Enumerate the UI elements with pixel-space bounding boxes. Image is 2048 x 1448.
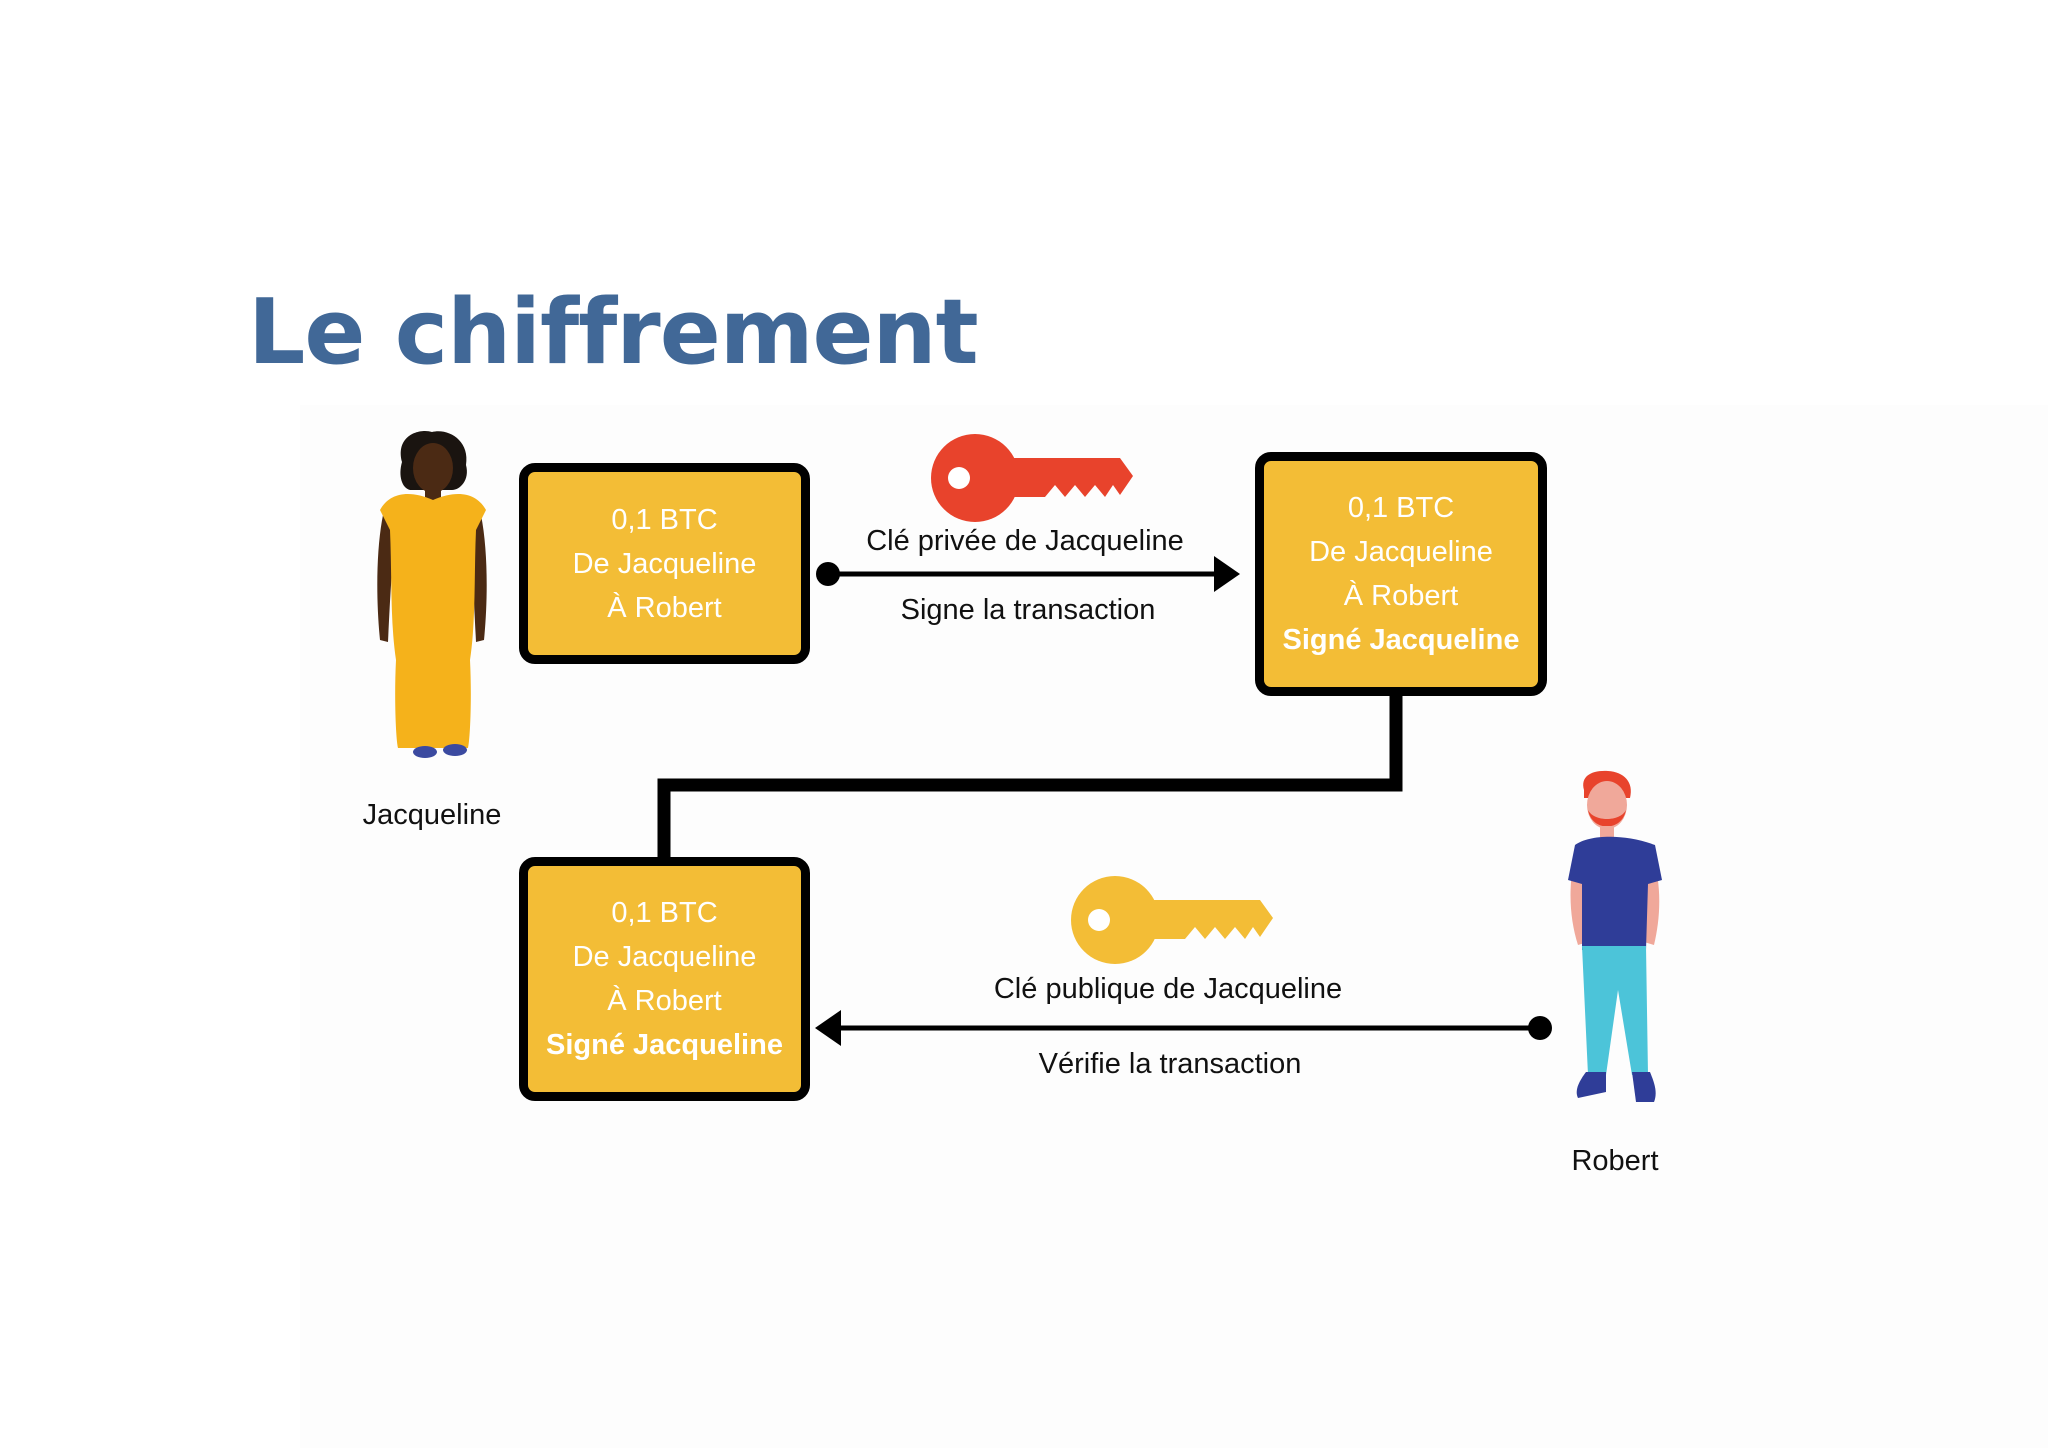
box-amount: 0,1 BTC <box>611 897 718 929</box>
box-from: De Jacqueline <box>572 941 757 973</box>
box-to: À Robert <box>607 985 722 1017</box>
page-title: Le chiffrement <box>248 280 979 385</box>
sign-action-label: Signe la transaction <box>900 594 1156 626</box>
box-to: À Robert <box>1343 580 1459 612</box>
box-amount: 0,1 BTC <box>611 503 718 536</box>
connector-line <box>657 696 1403 857</box>
public-key-icon <box>1071 876 1273 964</box>
sign-arrow <box>816 556 1240 592</box>
verify-arrow <box>815 1010 1552 1046</box>
box-signature: Signé Jacqueline <box>1282 624 1520 656</box>
transaction-box-verified: 0,1 BTC De Jacqueline À Robert Signé Jac… <box>519 857 810 1101</box>
receiver-name: Robert <box>1571 1145 1659 1177</box>
transaction-box-unsigned: 0,1 BTC De Jacqueline À Robert <box>519 463 810 664</box>
private-key-icon <box>931 434 1133 522</box>
verify-action-label: Vérifie la transaction <box>1038 1048 1302 1080</box>
box-amount: 0,1 BTC <box>1347 492 1455 524</box>
sender-name: Jacqueline <box>362 799 502 831</box>
box-from: De Jacqueline <box>1309 536 1493 568</box>
public-key-label: Clé publique de Jacqueline <box>993 973 1343 1005</box>
box-to: À Robert <box>607 591 722 624</box>
transaction-box-signed: 0,1 BTC De Jacqueline À Robert Signé Jac… <box>1255 452 1547 696</box>
robert-avatar <box>1568 770 1662 1102</box>
jacqueline-avatar <box>377 430 487 758</box>
box-from: De Jacqueline <box>572 547 757 580</box>
box-signature: Signé Jacqueline <box>546 1029 783 1061</box>
private-key-label: Clé privée de Jacqueline <box>866 525 1184 557</box>
